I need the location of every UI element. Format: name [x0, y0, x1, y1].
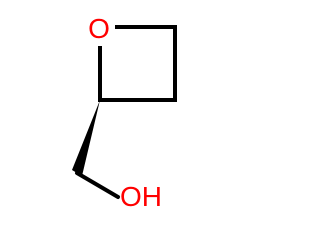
ring-oxygen-label: O	[88, 13, 110, 44]
hydroxyl-label: OH	[120, 181, 162, 212]
bond-ch2-oh	[75, 171, 120, 199]
molecule-canvas: O OH	[72, 13, 177, 212]
structure-drawing: O OH	[72, 13, 177, 212]
wedge-bond	[72, 100, 100, 176]
